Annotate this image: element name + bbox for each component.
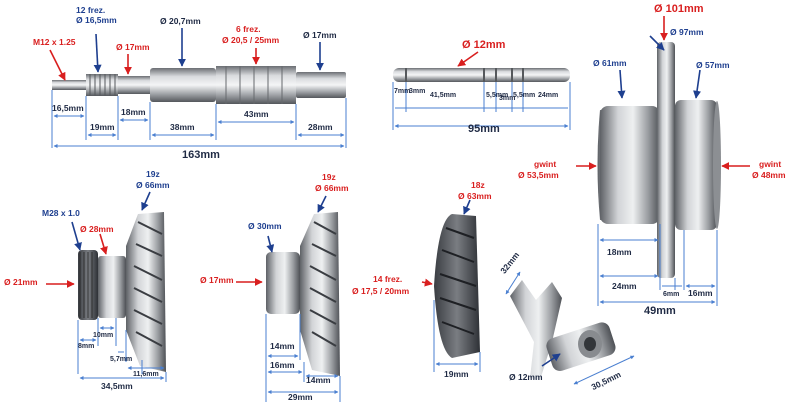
- pin-dimension-lines: [392, 82, 571, 130]
- housing-diameter-57: Ø 57mm: [696, 60, 730, 70]
- gear2-dimension-lines: [265, 314, 341, 402]
- pin-length-3: 3mm: [409, 88, 426, 95]
- gear1-diameter-28: Ø 28mm: [80, 224, 114, 234]
- gear2-part: [266, 212, 340, 376]
- housing-gwint-left-1: gwint: [534, 159, 557, 169]
- gear1-diameter-21: Ø 21mm: [4, 277, 38, 287]
- gear3-teeth: 18z: [471, 180, 485, 190]
- pin-diameter: Ø 12mm: [462, 39, 506, 51]
- housing-length-24: 24mm: [612, 281, 637, 291]
- shaft-total-length: 163mm: [182, 149, 220, 161]
- gear1-length-11-6: 11,6mm: [133, 371, 159, 378]
- gear1-length-8: 8mm: [78, 343, 95, 350]
- gear2-diameter-66: Ø 66mm: [315, 183, 349, 193]
- pin-length-3-b: 3mm: [499, 95, 516, 102]
- fork-part: [510, 280, 616, 380]
- gear2-diameter-30: Ø 30mm: [248, 221, 282, 231]
- housing-diameter-61: Ø 61mm: [593, 58, 627, 68]
- gear3-diameter-63: Ø 63mm: [458, 191, 492, 201]
- gear2-teeth: 19z: [322, 172, 336, 182]
- shaft-length-18: 18mm: [121, 107, 146, 117]
- gear1-pointer-arrows: [46, 191, 151, 288]
- gear2-length-16: 16mm: [270, 360, 295, 370]
- gear2-pointer-arrows: [236, 195, 327, 286]
- pin-length-24: 24mm: [538, 92, 559, 99]
- shaft-length-19: 19mm: [90, 122, 115, 132]
- shaft-length-38: 38mm: [170, 122, 195, 132]
- shaft-dimension-lines: [51, 90, 347, 148]
- shaft-length-16-5: 16,5mm: [52, 103, 84, 113]
- housing-gwint-right-2: Ø 48mm: [752, 170, 786, 180]
- housing-length-16: 16mm: [688, 288, 713, 298]
- housing-part: [597, 42, 721, 278]
- shaft-length-43: 43mm: [244, 109, 269, 119]
- housing-pointer-arrows: [576, 16, 750, 170]
- pin-pointer-arrow: [457, 51, 479, 67]
- shaft-spline-label-2: Ø 16,5mm: [76, 15, 117, 25]
- gear1-total-length: 34,5mm: [101, 381, 133, 391]
- gear1-thread: M28 x 1.0: [42, 208, 80, 218]
- gear3-part: [434, 214, 480, 358]
- gear1-length-5-7: 5,7mm: [110, 356, 133, 363]
- gear2-diameter-17: Ø 17mm: [200, 275, 234, 285]
- pin-length-7: 7mm: [394, 88, 411, 95]
- gear2-length-14-a: 14mm: [270, 341, 295, 351]
- pin-part: [393, 68, 570, 82]
- shaft-diameter-17-left: Ø 17mm: [116, 42, 150, 52]
- housing-gwint-left-2: Ø 53,5mm: [518, 170, 559, 180]
- shaft-spline-label-1: 12 frez.: [76, 5, 106, 15]
- gear1-length-10: 10mm: [93, 332, 114, 339]
- shaft-length-28: 28mm: [308, 122, 333, 132]
- housing-gwint-right-1: gwint: [759, 159, 782, 169]
- gear3-spline-1: 14 frez.: [373, 274, 403, 284]
- shaft-pointer-arrows: [49, 28, 324, 81]
- gear1-part: [78, 212, 166, 372]
- fork-pointer-arrow: [541, 353, 561, 367]
- pin-length-5-5-b: 5,5mm: [513, 92, 536, 99]
- shaft-spline2-label-1: 6 frez.: [236, 24, 261, 34]
- gear1-dimension-lines: [77, 318, 167, 382]
- gear3-length-19: 19mm: [444, 369, 469, 379]
- housing-diameter-101: Ø 101mm: [654, 3, 704, 15]
- fork-dimension-lines: [505, 271, 635, 385]
- housing-length-18: 18mm: [607, 247, 632, 257]
- shaft-thread-label: M12 x 1.25: [33, 37, 76, 47]
- pin-length-41-5: 41,5mm: [430, 92, 457, 99]
- shaft-spline2-label-2: Ø 20,5 / 25mm: [222, 35, 280, 45]
- gear1-teeth: 19z: [146, 169, 160, 179]
- gear3-pointer-arrows: [421, 199, 471, 287]
- gear3-spline-2: Ø 17,5 / 20mm: [352, 286, 410, 296]
- shaft-diameter-20-7: Ø 20,7mm: [160, 16, 201, 26]
- housing-diameter-97: Ø 97mm: [670, 27, 704, 37]
- fork-diameter-12: Ø 12mm: [509, 372, 543, 382]
- gear3-dimension-lines: [433, 300, 481, 372]
- shaft-diameter-17-right: Ø 17mm: [303, 30, 337, 40]
- gear2-length-14-b: 14mm: [306, 375, 331, 385]
- pin-length-5-5-a: 5,5mm: [486, 92, 509, 99]
- housing-dimension-lines: [597, 224, 718, 306]
- gear2-total-length: 29mm: [288, 392, 313, 402]
- housing-length-6: 6mm: [663, 291, 680, 298]
- gear1-diameter-66: Ø 66mm: [136, 180, 170, 190]
- pin-total-length: 95mm: [468, 123, 500, 135]
- shaft-part: [52, 66, 346, 104]
- housing-total-length: 49mm: [644, 305, 676, 317]
